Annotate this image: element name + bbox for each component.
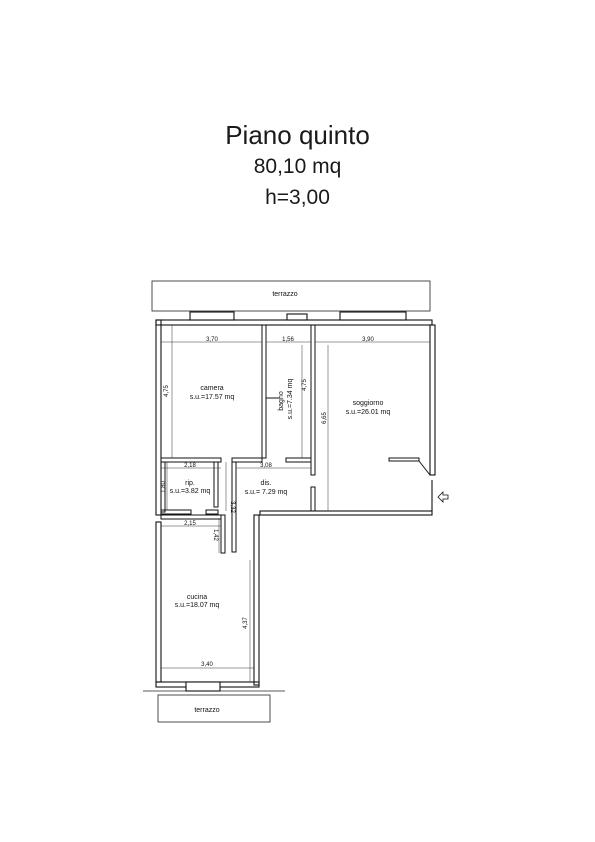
room-bagno-area: s.u.=7.34 mq [287,379,294,420]
dim-corridor-width: 3,08 [260,463,272,469]
terrace-top [151,280,431,312]
outer-walls [155,311,436,692]
room-cucina-name: cucina [187,594,207,601]
room-cucina-area: s.u.=18.07 mq [175,602,220,609]
dim-soggiorno-depth: 6,65 [322,412,328,424]
entrance-arrow-icon [437,491,449,503]
dim-rip-width: 2,18 [184,463,196,469]
plan-height: h=3,00 [265,186,330,209]
dim-bagno-width: 1,56 [282,337,294,343]
dim-dis-depth: 3,32 [229,501,235,513]
terrace-top-label: terrazzo [272,291,297,298]
dim-camera-width: 3,70 [206,337,218,343]
room-camera-name: camera [200,385,223,392]
plan-title: Piano quinto [225,120,370,150]
room-dis-name: dis. [261,480,272,487]
terrace-bottom [157,694,271,723]
dim-cucina-top-width: 2,15 [184,521,196,527]
terrace-bottom-label: terrazzo [194,707,219,714]
interior-walls [160,324,431,554]
dim-bagno-depth: 4,75 [302,379,308,391]
room-dis-area: s.u.= 7.29 mq [245,489,288,496]
dimension-lines [161,325,430,682]
plan-area: 80,10 mq [253,155,342,178]
room-soggiorno-area: s.u.=26.01 mq [346,409,391,416]
dim-cucina-width: 3,40 [201,662,213,668]
dim-camera-depth: 4,75 [164,385,170,397]
room-soggiorno-name: soggiorno [353,400,384,407]
dim-cucina-niche: 1,42 [212,529,218,541]
dim-cucina-depth: 4,37 [243,617,249,629]
room-bagno-name: bagno [278,391,285,411]
dim-rip-depth: 1,80 [161,481,167,493]
room-camera-area: s.u.=17.57 mq [190,394,235,401]
dim-soggiorno-width: 3,90 [362,337,374,343]
room-rip-name: rip. [185,480,195,487]
room-rip-area: s.u.=3.82 mq [170,488,211,495]
